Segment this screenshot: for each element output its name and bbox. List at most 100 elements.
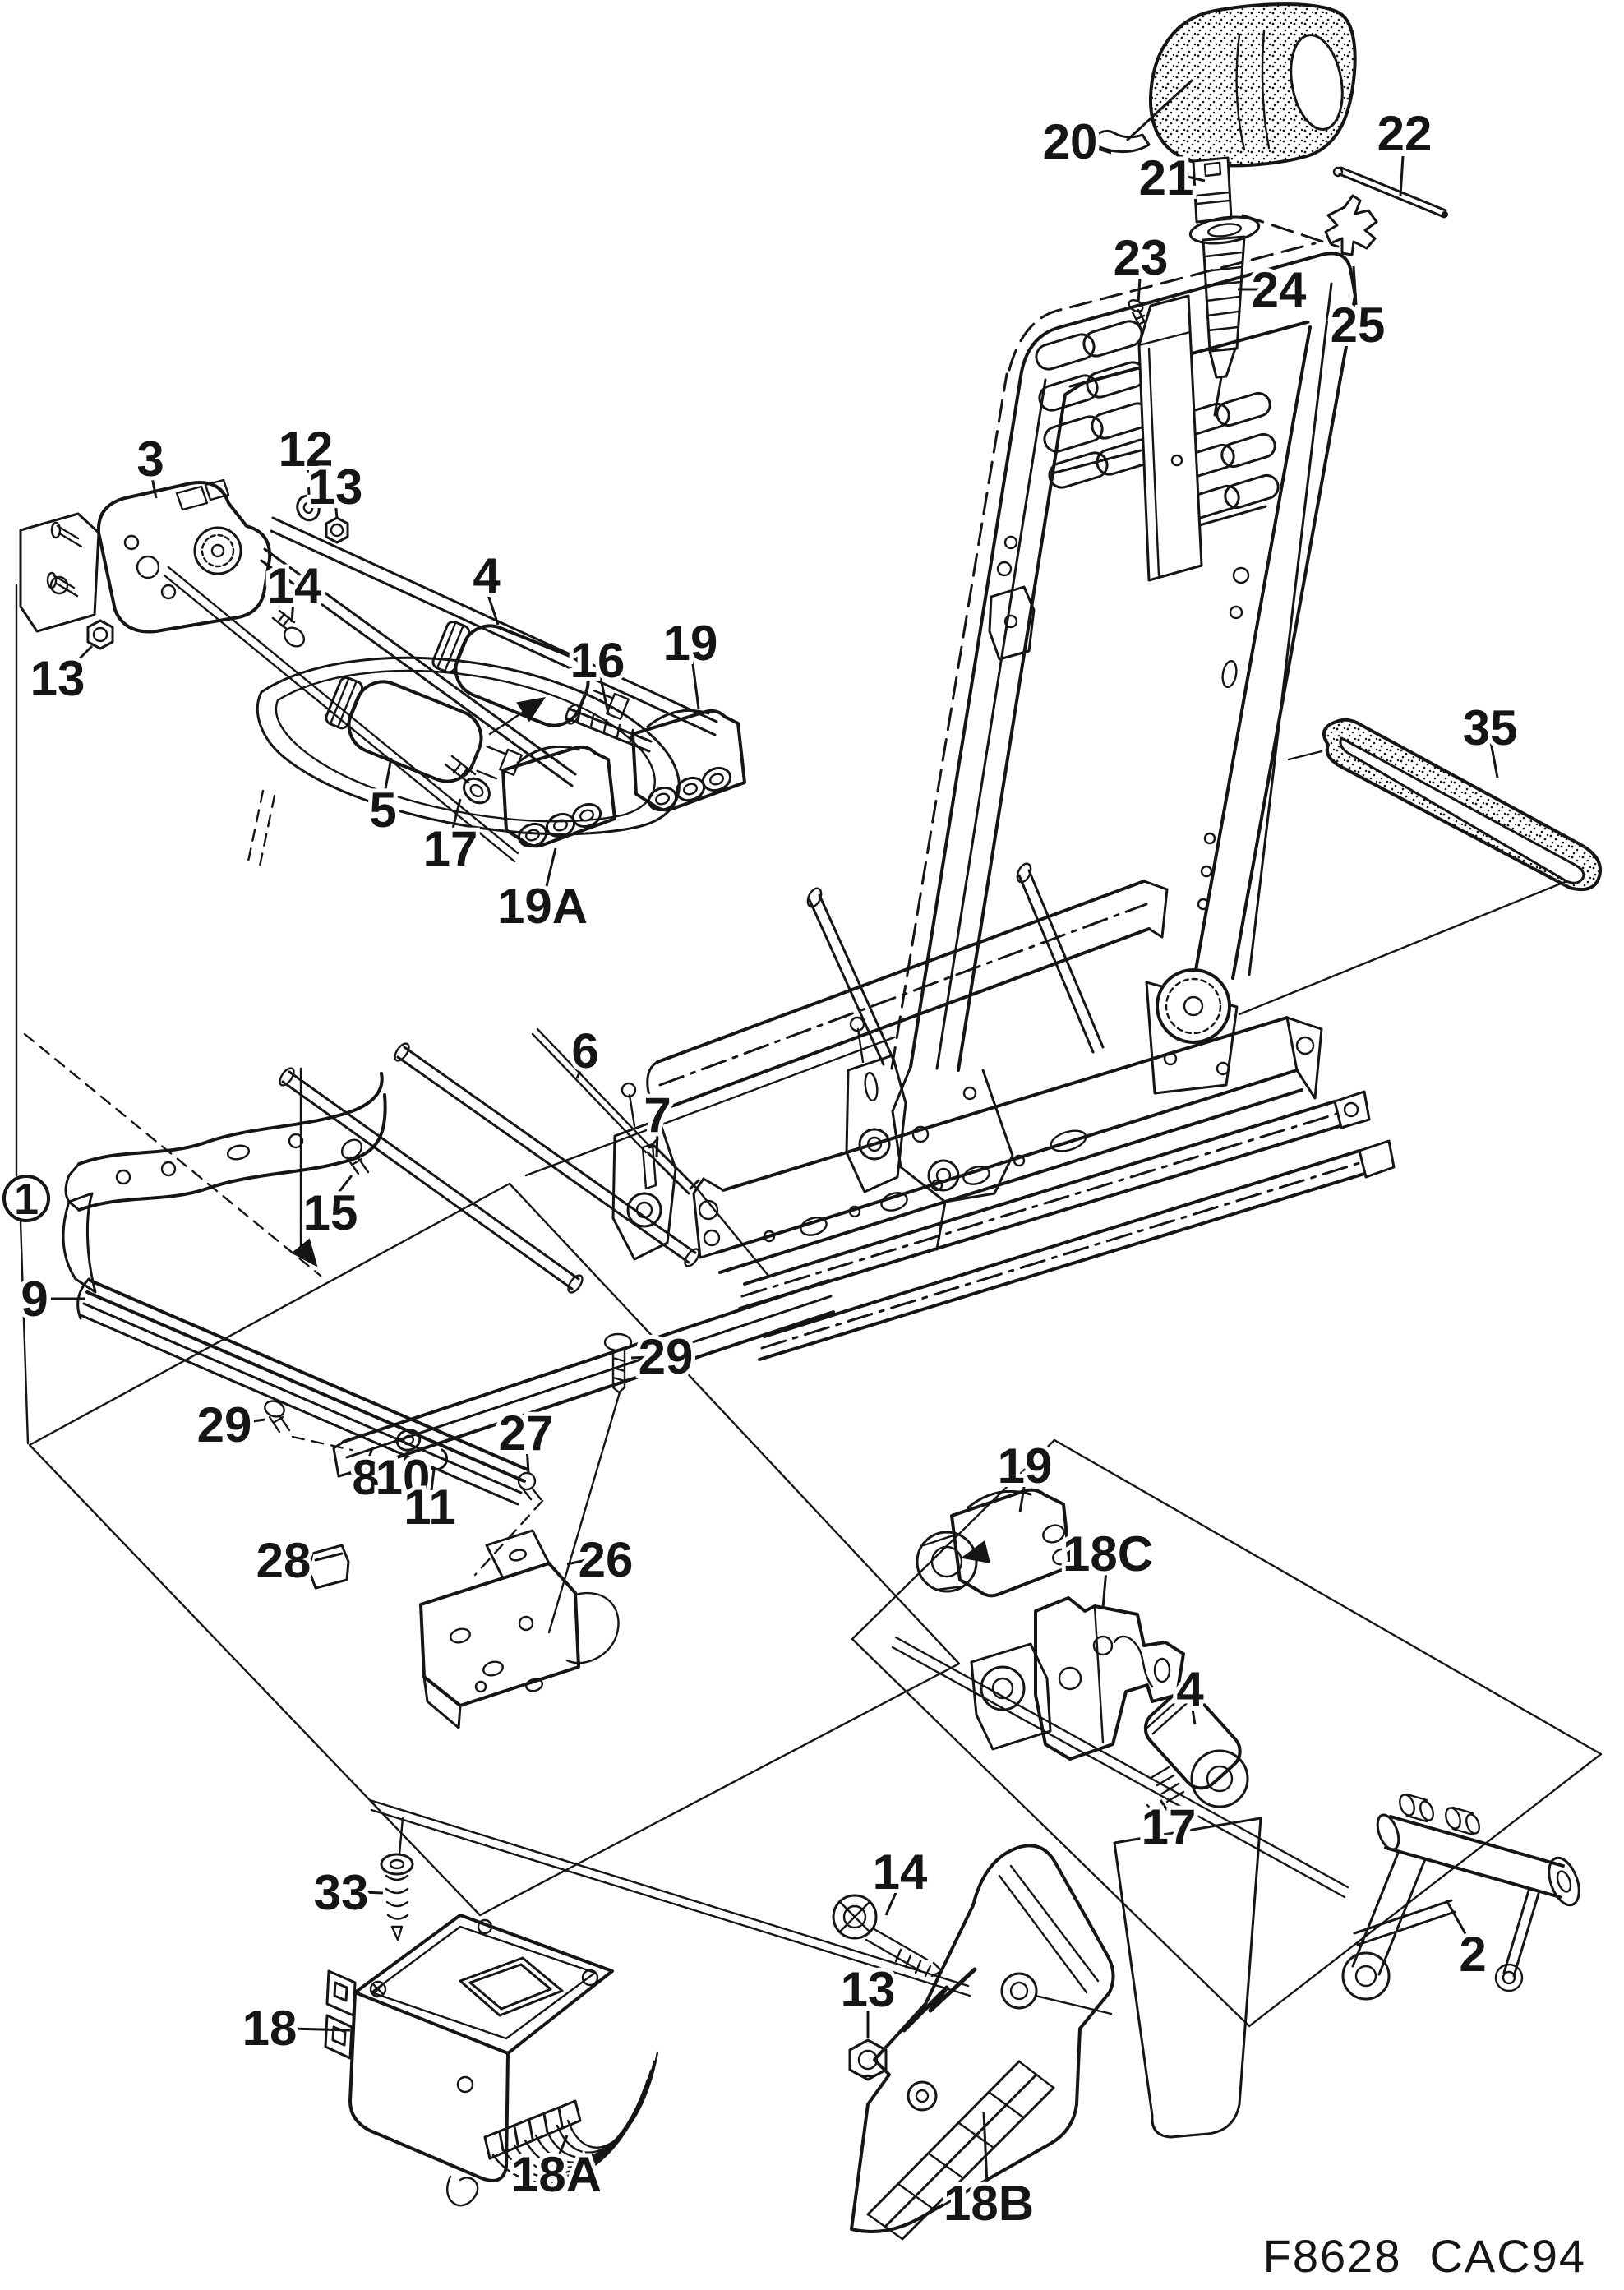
motor-5	[325, 676, 523, 783]
callout-18B: 18B	[943, 2176, 1034, 2231]
bracket-18C	[1034, 1596, 1185, 1761]
screw-15	[345, 1154, 370, 1175]
callout-6: 6	[571, 1023, 598, 1078]
callout-leader-4-2	[1190, 1703, 1197, 1725]
callout-leader-25	[1352, 265, 1358, 306]
shield-back-sheet	[1113, 1817, 1262, 2139]
shield-18B	[850, 1817, 1262, 2241]
callout-20: 20	[1043, 114, 1098, 169]
callout-14-2: 14	[873, 1844, 928, 1900]
callout-leader-18B	[982, 2112, 989, 2186]
callout-leader-18C	[1101, 1569, 1108, 1609]
callout-leader-27	[525, 1447, 530, 1474]
figure-catalog-code: CAC94	[1429, 2230, 1586, 2282]
callout-leader-16	[598, 674, 610, 714]
callout-7: 7	[644, 1087, 671, 1143]
callout-18A: 18A	[511, 2147, 602, 2202]
callout-leader-22	[1399, 155, 1405, 196]
callout-leader-29-1	[242, 1418, 265, 1424]
side-trim-35	[1322, 718, 1602, 892]
screw-14	[271, 609, 296, 631]
callout-18C: 18C	[1063, 1526, 1153, 1581]
block-19A	[501, 745, 616, 848]
callout-22: 22	[1377, 106, 1433, 161]
callout-leader-8	[366, 1447, 374, 1463]
screw-29-right	[611, 1348, 626, 1394]
ecu-module-18	[324, 1914, 659, 2207]
cushion-frame	[62, 1027, 770, 1506]
callout-11: 11	[404, 1480, 455, 1535]
callout-3: 3	[136, 432, 164, 487]
callout-23: 23	[1114, 230, 1169, 285]
bracket-26	[419, 1529, 620, 1729]
callout-4-1: 4	[473, 548, 501, 603]
callout-leader-14-1	[290, 599, 295, 623]
callout-13-1: 13	[308, 459, 363, 515]
callout-2: 2	[1459, 1927, 1486, 1982]
headrest-channel	[1137, 294, 1203, 582]
callout-29-1: 29	[197, 1397, 252, 1452]
guide-24	[1202, 235, 1246, 353]
callout-35: 35	[1463, 700, 1518, 755]
callout-leader-4-1	[485, 589, 500, 626]
callout-8: 8	[352, 1450, 379, 1505]
callout-leader-12	[306, 463, 311, 496]
spring-mat	[1035, 320, 1280, 520]
callout-25: 25	[1331, 298, 1386, 353]
callout-17-1: 17	[423, 821, 478, 876]
rail-8	[332, 1295, 833, 1478]
callout-leader-28	[301, 1558, 313, 1566]
block-19	[631, 709, 746, 812]
backrest-frame	[890, 242, 1357, 1251]
assembly-marker-label: 1	[14, 1175, 39, 1224]
screw-17-lower	[1146, 1766, 1185, 1820]
screw-29-left	[268, 1414, 291, 1434]
callout-18: 18	[242, 2001, 298, 2056]
callout-21: 21	[1139, 150, 1194, 205]
screw-23	[1131, 308, 1165, 357]
block-19-right	[950, 1488, 1072, 1598]
sleeve-21	[1192, 156, 1233, 224]
callout-leader-29-2	[630, 1355, 650, 1360]
callout-33: 33	[314, 1865, 369, 1920]
clip-20	[1094, 129, 1151, 154]
clip-28	[307, 1544, 350, 1590]
motor-rail-assembly	[19, 478, 746, 868]
callout-leader-11	[430, 1469, 436, 1491]
callout-26: 26	[579, 1532, 634, 1587]
callout-27: 27	[499, 1406, 554, 1461]
callout-leader-5	[383, 757, 393, 794]
callout-16: 16	[570, 633, 625, 688]
motor-4-lower	[1143, 1690, 1242, 1790]
callout-29-2: 29	[639, 1329, 694, 1384]
screw-27	[520, 1486, 542, 1501]
callout-19A: 19A	[497, 879, 588, 934]
callout-17-2: 17	[1142, 1799, 1197, 1854]
callout-leader-19-1	[690, 657, 700, 709]
motor-4	[431, 621, 630, 727]
nut-13	[848, 2038, 888, 2081]
callout-leader-13-1	[334, 501, 339, 519]
callout-leader-17-2	[1159, 1799, 1169, 1811]
callout-leader-17-1	[450, 798, 462, 833]
callout-leader-13-2	[69, 644, 94, 669]
figure-code: F8628 CAC94	[1241, 2229, 1586, 2283]
callout-13-3: 13	[841, 1962, 896, 2017]
callout-leader-23	[1137, 278, 1142, 303]
figure-code-number: F8628	[1262, 2230, 1402, 2282]
right-bracket-group	[916, 1488, 1580, 2001]
callout-leader-20	[1089, 145, 1112, 155]
lock-washer-11	[424, 1448, 449, 1471]
callout-leader-18A	[556, 2135, 569, 2158]
assembly-marker: 1	[2, 1175, 50, 1224]
callout-leader-35	[1489, 741, 1499, 778]
callout-leader-10	[403, 1449, 410, 1463]
construction-lines	[15, 584, 1603, 2028]
bracket-2	[1341, 1793, 1580, 2001]
callout-leader-26	[566, 1558, 587, 1566]
callout-leader-19-2	[1018, 1481, 1027, 1513]
callout-leader-15	[334, 1175, 353, 1198]
